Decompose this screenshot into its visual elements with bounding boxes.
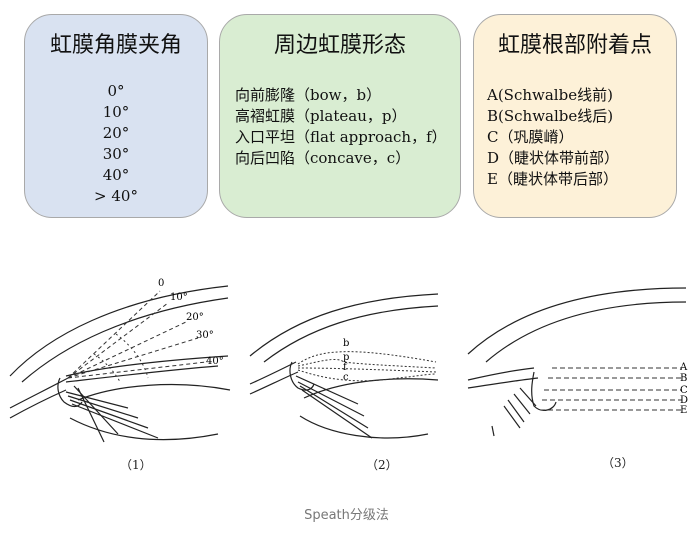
insertion-list: A(Schwalbe线前) B(Schwalbe线后) C（巩膜嵴） D（睫状体…: [487, 85, 619, 190]
figure-insertion-point-drawing: A B C D E: [467, 287, 688, 437]
curve-label-p: p: [343, 352, 349, 363]
angle-label-10: 10°: [170, 292, 188, 303]
figure-angle-width: 0 10° 20° 30° 40° （1）: [8, 258, 233, 472]
angle-item: 40°: [102, 166, 130, 184]
angle-item: 20°: [102, 124, 130, 142]
insertion-label-a: A: [679, 362, 688, 373]
figure-angle-width-drawing: 0 10° 20° 30° 40°: [9, 278, 231, 443]
cornea-outer-line: [9, 285, 229, 377]
curve-flat: [297, 367, 437, 373]
shape-item: 入口平坦（flat approach，f）: [235, 128, 447, 146]
peripheral-iris-shape-title: 周边虹膜形态: [273, 33, 406, 58]
insertion-item: C（巩膜嵴）: [487, 128, 574, 146]
figure-iris-shape: b p f c （2）: [248, 258, 440, 472]
iris-cornea-angle-box: 虹膜角膜夹角 0° 10° 20° 30° 40° > 40°: [24, 14, 208, 218]
figure-insertion-point: A B C D E （3）: [464, 258, 690, 470]
iris-root-insertion-box: 虹膜根部附着点 A(Schwalbe线前) B(Schwalbe线后) C（巩膜…: [473, 14, 677, 218]
angle-line-40: [67, 361, 207, 379]
angle-line-0: [67, 290, 161, 379]
peripheral-iris-shape-box: 周边虹膜形态 向前膨隆（bow，b） 高褶虹膜（plateau，p） 入口平坦（…: [219, 14, 461, 218]
insertion-label-e: E: [680, 405, 687, 416]
angle-line-20: [67, 321, 187, 379]
angle-label-20: 20°: [186, 312, 204, 323]
shape-item: 高褶虹膜（plateau，p）: [235, 107, 407, 125]
shape-item: 向后凹陷（concave，c）: [235, 149, 411, 167]
iris-front-line: [65, 355, 229, 377]
lens-line: [303, 378, 439, 399]
curve-plateau: [297, 359, 437, 369]
cornea-inner-line: [485, 301, 687, 363]
insertion-item: D（睫状体带前部）: [487, 149, 620, 167]
figure-1-label: （1）: [120, 458, 152, 472]
lens-line: [77, 383, 231, 401]
angle-label-40: 40°: [206, 356, 224, 367]
angle-item: 0°: [107, 82, 125, 100]
curve-concave: [297, 369, 437, 382]
angle-list: 0° 10° 20° 30° 40° > 40°: [25, 81, 207, 207]
insertion-item: A(Schwalbe线前): [487, 86, 613, 104]
curve-label-f: f: [343, 362, 348, 373]
cornea-inner-line: [21, 297, 229, 383]
insertion-label-c: C: [680, 385, 688, 396]
angle-item: > 40°: [94, 187, 138, 205]
figure-caption: Speath分级法: [304, 508, 389, 523]
insertion-item: B(Schwalbe线后): [487, 107, 614, 125]
cornea-inner-line: [263, 305, 439, 363]
figure-2-label: （2）: [366, 458, 398, 472]
figure-3-label: （3）: [602, 456, 634, 470]
insertion-label-d: D: [680, 395, 688, 406]
curve-label-b: b: [343, 338, 349, 349]
cornea-outer-line: [249, 293, 439, 357]
insertion-label-b: B: [680, 373, 687, 384]
angle-item: 10°: [102, 103, 130, 121]
figure-iris-shape-drawing: b p f c: [249, 293, 439, 439]
iris-cornea-angle-title: 虹膜角膜夹角: [49, 33, 182, 58]
shape-list: 向前膨隆（bow，b） 高褶虹膜（plateau，p） 入口平坦（flat ap…: [235, 85, 447, 169]
curve-bow: [297, 351, 437, 365]
angle-label-30: 30°: [196, 330, 214, 341]
cornea-outer-line: [467, 287, 687, 355]
angle-label-0: 0: [158, 278, 164, 289]
curve-label-c: c: [343, 372, 349, 383]
shape-item: 向前膨隆（bow，b）: [235, 86, 382, 104]
insertion-item: E（睫状体带后部）: [487, 170, 618, 188]
angle-line-30: [67, 337, 199, 379]
iris-root-insertion-title: 虹膜根部附着点: [497, 33, 652, 58]
angle-item: 30°: [102, 145, 130, 163]
